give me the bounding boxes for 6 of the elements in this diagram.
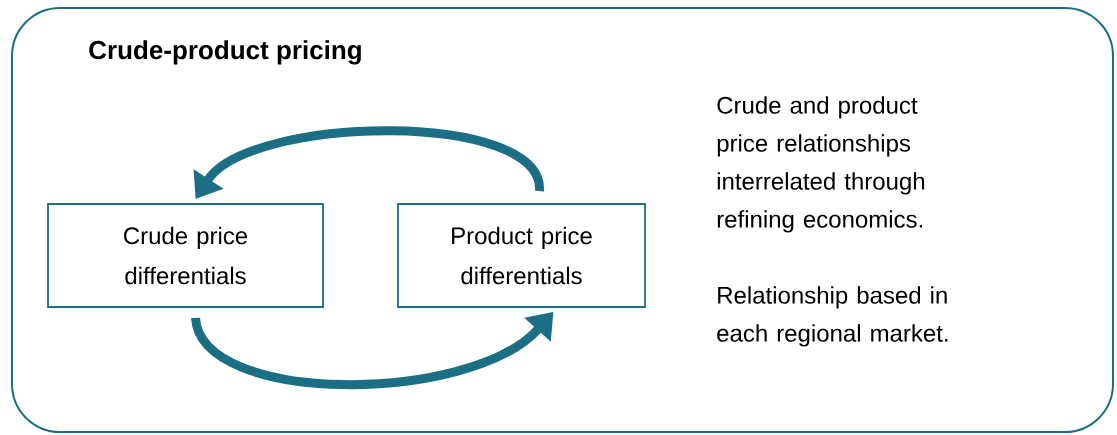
paragraph: Crude and product price relationships interrelated through refining economics.	[717, 96, 925, 233]
process-box: Product price differentials	[397, 203, 646, 308]
heading: Crude-product pricing	[89, 40, 361, 65]
curved-arrow	[191, 312, 554, 389]
paragraph: Relationship based in each regional market.	[717, 286, 948, 347]
process-box: Crude price differentials	[47, 203, 324, 308]
